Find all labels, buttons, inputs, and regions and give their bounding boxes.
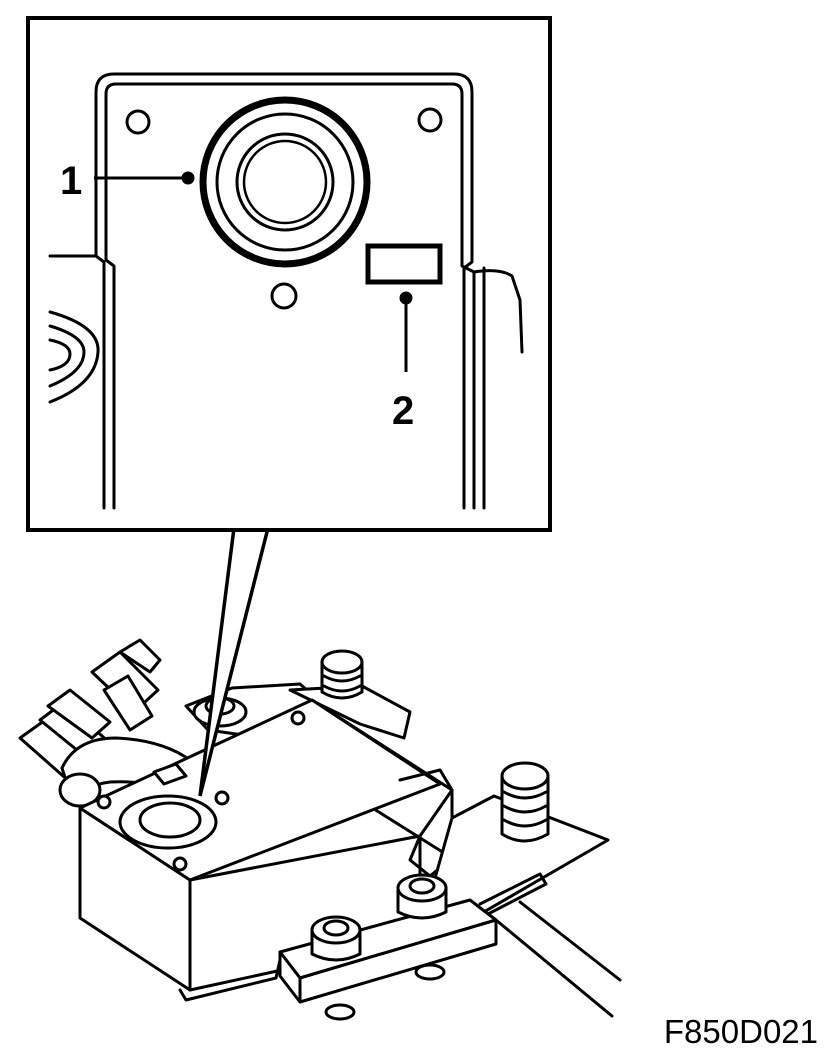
leader-lines bbox=[94, 171, 413, 372]
valve-block bbox=[78, 698, 454, 1002]
figure-code: F850D021 bbox=[664, 1013, 818, 1050]
callout-2: 2 bbox=[392, 389, 414, 433]
cable bbox=[494, 900, 622, 1018]
cover-plate-outline bbox=[94, 72, 474, 510]
callout-1: 1 bbox=[60, 159, 82, 203]
inset-screw-holes bbox=[125, 107, 443, 310]
valve-assembly bbox=[18, 638, 622, 1021]
bracket-stud bbox=[500, 761, 550, 843]
terminal-strip bbox=[278, 873, 498, 1021]
rear-stud bbox=[320, 649, 364, 700]
detail-inset: 1 2 bbox=[26, 16, 552, 532]
port-item-1 bbox=[199, 96, 371, 268]
zoom-pointer bbox=[198, 527, 270, 797]
label-item-2 bbox=[365, 243, 443, 285]
